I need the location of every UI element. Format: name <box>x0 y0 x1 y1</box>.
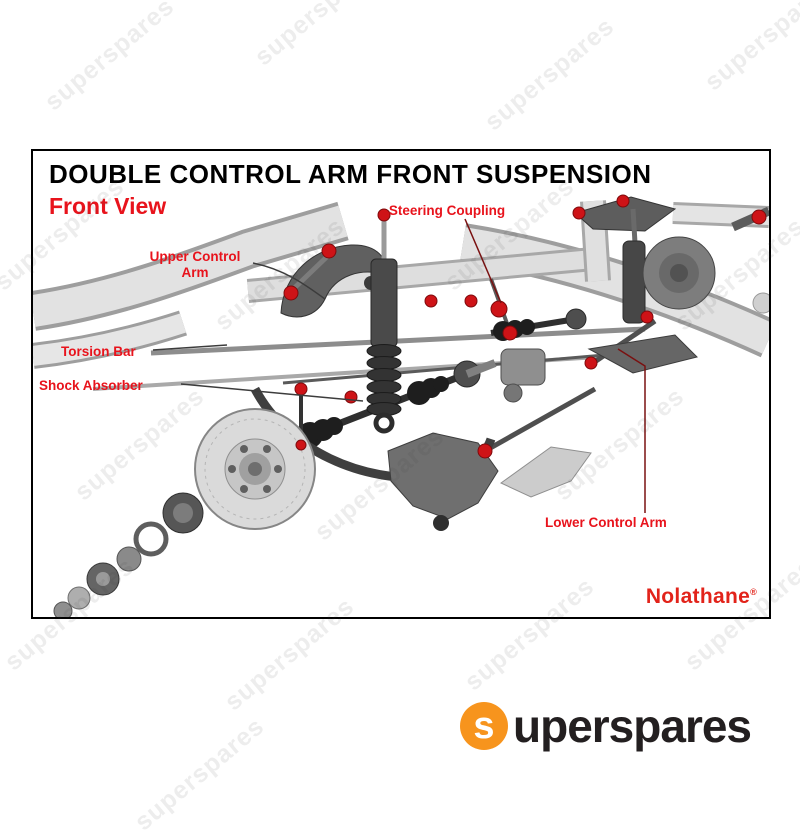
callout-torsion-bar: Torsion Bar <box>61 344 136 359</box>
watermark-text: superspares <box>479 12 620 137</box>
watermark-text: superspares <box>249 0 390 72</box>
callout-shock-absorber: Shock Absorber <box>39 378 143 393</box>
diagram-subtitle: Front View <box>49 193 167 219</box>
nolathane-logo-text: Nolathane <box>645 585 751 608</box>
superspares-logo-initial: s <box>473 705 495 747</box>
diagram-title: DOUBLE CONTROL ARM FRONT SUSPENSION <box>49 159 652 189</box>
callout-upper-control-arm: Upper Control Arm <box>149 249 241 280</box>
callout-lower-control-arm: Lower Control Arm <box>545 515 667 530</box>
callout-steering-coupling: Steering Coupling <box>388 203 506 218</box>
superspares-logo-circle: s <box>460 702 508 750</box>
chassis-frame <box>33 200 769 369</box>
steering-knuckle <box>387 432 592 531</box>
shock-absorber-illustration <box>366 213 402 434</box>
superspares-logo-text: uperspares <box>513 700 752 752</box>
suspension-diagram-panel: DOUBLE CONTROL ARM FRONT SUSPENSION Fron… <box>31 149 771 619</box>
suspension-illustration <box>33 194 769 617</box>
superspares-logo: s uperspares <box>460 700 752 752</box>
brake-disc-assembly <box>53 408 316 617</box>
watermark-text: superspares <box>129 712 270 837</box>
watermark-text: superspares <box>39 0 180 117</box>
red-bushings <box>283 194 767 459</box>
registered-mark: ® <box>750 587 757 597</box>
steering-gearbox <box>489 278 546 403</box>
callout-leader-lines <box>152 218 646 513</box>
watermark-text: superspares <box>699 0 800 97</box>
nolathane-logo: Nolathane® <box>646 585 757 609</box>
right-suspension-assembly <box>573 196 769 374</box>
